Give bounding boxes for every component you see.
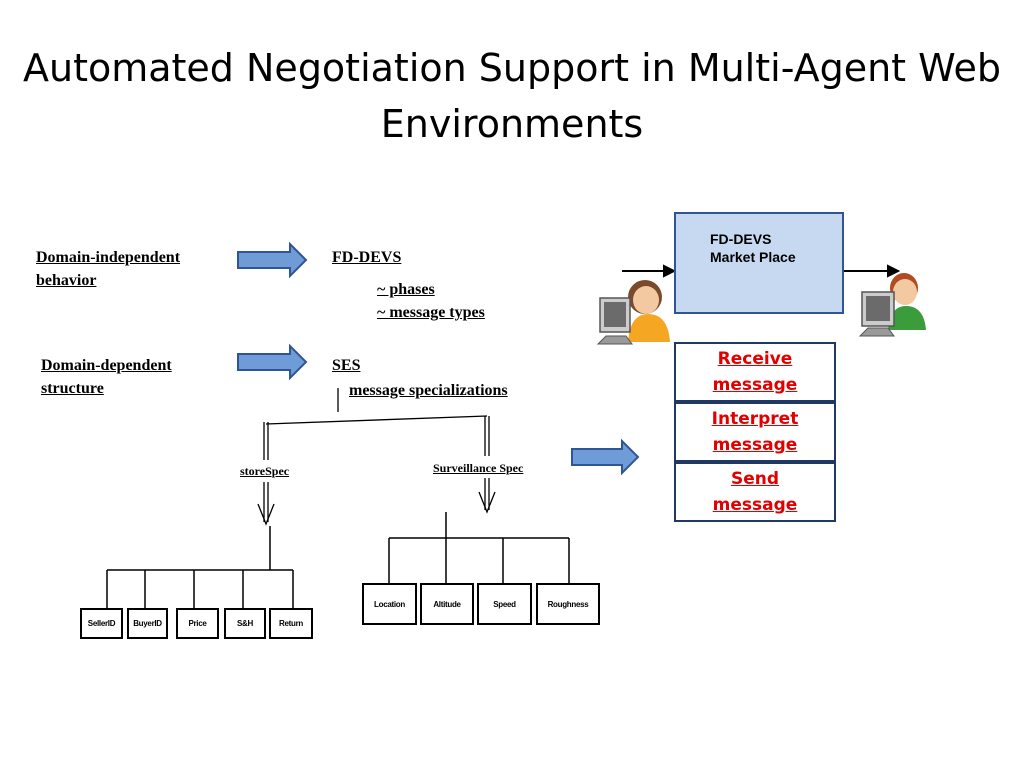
store-subtree-lines (106, 526, 294, 610)
domain-dependent-label: Domain-dependent structure (41, 357, 172, 397)
store-spec-label: storeSpec (240, 464, 290, 478)
leaf-seller-id: SellerID (80, 608, 123, 639)
leaf-location: Location (362, 583, 417, 625)
leaf-roughness: Roughness (536, 583, 600, 625)
market-place-box: FD-DEVS Market Place (674, 212, 844, 314)
arrow-right-icon (237, 241, 308, 279)
send-message-label: Send message (712, 469, 798, 515)
surveillance-subtree-lines (388, 512, 570, 584)
ses-label: SES (332, 357, 361, 374)
receive-message-label: Receive message (712, 349, 798, 395)
send-message-box: Send message (674, 462, 836, 522)
interpret-message-box: Interpret message (674, 402, 836, 462)
user-computer-icon (596, 280, 670, 345)
receive-message-box: Receive message (674, 342, 836, 402)
leaf-price: Price (176, 608, 219, 639)
leaf-buyer-id: BuyerID (127, 608, 168, 639)
slide-title: Automated Negotiation Support in Multi-A… (23, 46, 1001, 146)
phases-label: ~ phases (377, 281, 435, 298)
leaf-altitude: Altitude (420, 583, 474, 625)
leaf-return: Return (269, 608, 313, 639)
domain-independent-label: Domain-independent behavior (36, 249, 181, 289)
interpret-message-label: Interpret message (711, 409, 799, 455)
fddevs-label: FD-DEVS (332, 249, 402, 266)
arrow-right-icon (237, 343, 308, 381)
leaf-speed: Speed (477, 583, 532, 625)
leaf-s-and-h: S&H (224, 608, 266, 639)
arrow-right-icon (571, 438, 640, 476)
surveillance-spec-label: Surveillance Spec (433, 461, 524, 475)
ses-tree-lines (257, 388, 496, 526)
message-specializations-label: message specializations (349, 382, 508, 399)
market-place-title: FD-DEVS Market Place (710, 231, 796, 265)
message-types-label: ~ message types (377, 304, 485, 321)
user-computer-icon (858, 273, 926, 337)
